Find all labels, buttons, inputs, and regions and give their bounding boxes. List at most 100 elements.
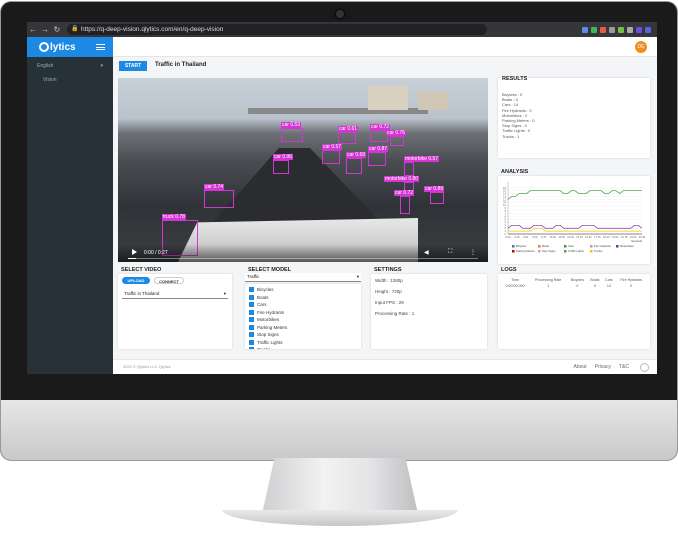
model-option[interactable]: Fire Hydrants xyxy=(249,309,357,317)
result-item: Fire Hydrants : 0 xyxy=(502,107,532,113)
play-icon[interactable] xyxy=(132,249,137,255)
model-option[interactable]: Cars xyxy=(249,301,357,309)
url-text: https://q-deep-vision.qlytics.com/en/q-d… xyxy=(81,26,224,33)
legend-swatch xyxy=(590,250,593,253)
y-tick-label: 4 xyxy=(505,220,507,224)
table-cell: 0 xyxy=(594,284,596,288)
logs-header-cell: Fire Hydrants xyxy=(620,278,642,282)
legend-swatch xyxy=(512,250,515,253)
x-tick-label: 19.50 xyxy=(612,235,619,239)
y-tick-label: 6 xyxy=(505,215,507,219)
video-source-title: Traffic in Thailand xyxy=(155,62,207,68)
forward-icon[interactable]: → xyxy=(41,25,49,34)
checkbox-checked-icon[interactable] xyxy=(249,324,254,330)
logs-header-cell: Processing Rate xyxy=(534,278,562,282)
detection-box xyxy=(368,152,386,166)
detection-label: motorbike 0.80 xyxy=(384,176,420,182)
table-cell: 0:00:00.000 xyxy=(505,284,525,288)
logo[interactable]: lytics xyxy=(27,37,113,57)
connect-button[interactable]: CONNECT xyxy=(154,277,184,284)
y-tick-label: 7 xyxy=(505,212,507,216)
video-controls xyxy=(118,244,488,262)
footer-link-about[interactable]: About xyxy=(573,364,587,370)
checkbox-checked-icon[interactable] xyxy=(249,309,254,315)
results-title: RESULTS xyxy=(502,76,528,82)
model-option[interactable]: Bicycles xyxy=(249,286,357,294)
avatar[interactable]: DE xyxy=(635,41,647,53)
volume-icon[interactable]: ◀ xyxy=(424,250,429,256)
x-tick-label: 8.75 xyxy=(541,235,547,239)
sidebar-item-label: Vision xyxy=(43,77,57,83)
fullscreen-icon[interactable]: ⛶ xyxy=(448,249,453,255)
legend-swatch xyxy=(564,245,567,248)
y-tick-label: 8 xyxy=(505,209,507,213)
detection-box xyxy=(370,130,388,142)
chevron-down-icon: ▾ xyxy=(100,63,103,69)
setting-rate: Processing Rate : 1 xyxy=(375,311,415,316)
video-player[interactable]: car 0.53 car 0.61 car 0.72 car 0.76 car … xyxy=(118,78,488,262)
checkbox-checked-icon[interactable] xyxy=(249,294,254,300)
result-item: Stop Signs : 0 xyxy=(502,123,527,129)
upload-button[interactable]: UPLOAD xyxy=(122,277,150,284)
checkbox-checked-icon[interactable] xyxy=(249,332,254,338)
legend-label: Boats xyxy=(542,244,550,248)
sidebar-item-vision[interactable]: Vision xyxy=(27,75,113,85)
model-option[interactable]: Parking Meters xyxy=(249,324,357,332)
series-line-trucks xyxy=(508,227,642,232)
detection-label: car 0.89 xyxy=(424,186,445,192)
y-tick-label: 2 xyxy=(505,226,507,230)
model-option[interactable]: Trucks xyxy=(249,346,357,349)
checkbox-checked-icon[interactable] xyxy=(249,287,254,293)
x-tick-label: 0.00 xyxy=(505,235,511,239)
more-icon[interactable]: ⋮ xyxy=(470,250,476,256)
building xyxy=(368,86,408,110)
model-option[interactable]: Motorbikes xyxy=(249,316,357,324)
detection-box xyxy=(338,132,356,144)
model-option-label: Trucks xyxy=(257,347,270,349)
legend-swatch xyxy=(564,250,567,253)
reload-icon[interactable]: ↻ xyxy=(53,25,61,34)
model-select[interactable]: Traffic ▾ xyxy=(245,273,361,282)
browser-toolbar: ← → ↻ 🔒 https://q-deep-vision.qlytics.co… xyxy=(27,22,657,37)
extension-icons[interactable] xyxy=(582,26,651,33)
start-button[interactable]: START xyxy=(119,61,147,71)
checkbox-checked-icon[interactable] xyxy=(249,339,254,345)
legend-label: Traffic Lights xyxy=(568,249,584,253)
logo-text: lytics xyxy=(50,41,76,53)
model-option-label: Boats xyxy=(257,294,269,300)
logs-header-cell: Time xyxy=(511,278,519,282)
model-option-label: Motorbikes xyxy=(257,317,280,323)
building xyxy=(418,92,448,110)
model-option-label: Stop Signs xyxy=(257,332,279,338)
model-option-label: Fire Hydrants xyxy=(257,309,285,315)
back-icon[interactable]: ← xyxy=(29,25,37,34)
x-tick-label: 5.02 xyxy=(523,235,529,239)
footer-link-privacy[interactable]: Privacy xyxy=(594,364,611,370)
detection-label: car 0.74 xyxy=(204,184,225,190)
checkbox-checked-icon[interactable] xyxy=(249,302,254,308)
checkbox-checked-icon[interactable] xyxy=(249,347,254,349)
chat-icon[interactable] xyxy=(640,363,649,372)
logs-header-cell: Boats xyxy=(590,278,600,282)
model-option[interactable]: Traffic Lights xyxy=(249,339,357,347)
menu-icon[interactable] xyxy=(96,44,105,50)
legend-label: Trucks xyxy=(594,249,603,253)
model-option[interactable]: Boats xyxy=(249,294,357,302)
footer: 2020 © Qlytics LLC Qlytics About Privacy… xyxy=(113,359,657,374)
result-item: Bicycles : 0 xyxy=(502,92,523,97)
video-progress[interactable] xyxy=(128,258,478,259)
checkbox-checked-icon[interactable] xyxy=(249,317,254,323)
model-option[interactable]: Stop Signs xyxy=(249,331,357,339)
footer-link-tc[interactable]: T&C xyxy=(619,364,629,370)
setting-height: Height : 720p xyxy=(375,289,402,294)
language-select[interactable]: English ▾ xyxy=(27,57,113,75)
detection-box xyxy=(390,136,404,146)
video-select[interactable]: Traffic in Thailand ▾ xyxy=(122,290,228,299)
settings-card: Width : 1280p Height : 720p Input FPS : … xyxy=(371,274,487,349)
logs-header-cell: Cars xyxy=(605,278,613,282)
address-bar[interactable]: 🔒 https://q-deep-vision.qlytics.com/en/q… xyxy=(67,24,487,35)
